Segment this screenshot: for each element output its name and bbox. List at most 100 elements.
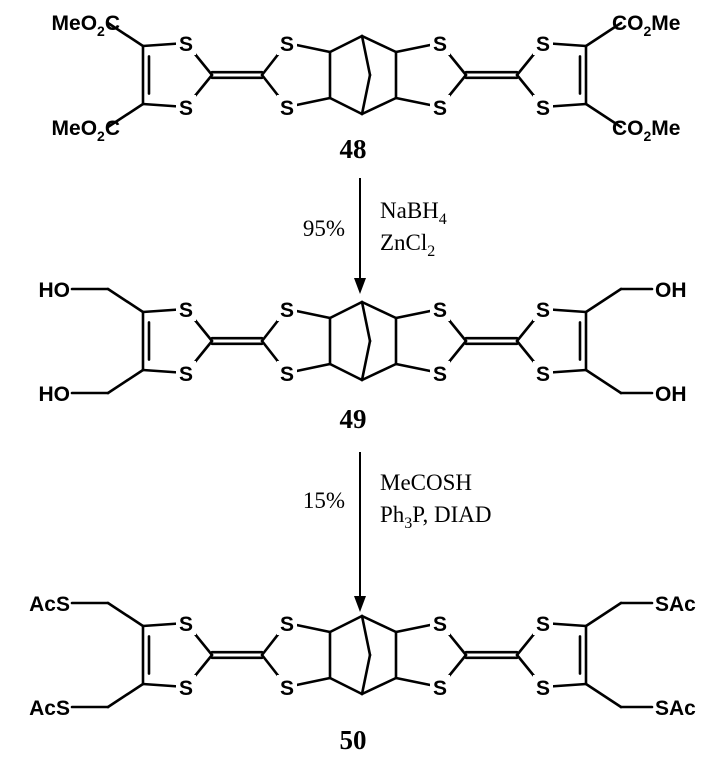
arrowhead — [354, 596, 366, 612]
sulfur-mask — [430, 675, 450, 699]
ester-group-right-bottom: CO2Me — [612, 117, 680, 144]
bond — [328, 676, 364, 696]
step-1-reagent: NaBH4 — [380, 198, 447, 228]
sulfur-atom: S — [179, 33, 193, 56]
bond — [584, 601, 623, 628]
bond — [106, 601, 145, 628]
hydroxyl-group-left-bottom: HO — [39, 383, 71, 406]
bond — [360, 96, 398, 116]
sulfur-atom: S — [536, 33, 550, 56]
bond — [360, 362, 398, 382]
sulfur-atom: S — [433, 97, 447, 120]
sulfur-mask — [176, 95, 196, 119]
hydroxyl-group-right-top: OH — [655, 279, 687, 302]
sulfur-mask — [430, 361, 450, 385]
sulfur-mask — [277, 361, 297, 385]
step-2-yield: 15% — [303, 488, 345, 513]
sulfur-atom: S — [536, 613, 550, 636]
sulfur-atom: S — [280, 613, 294, 636]
sulfur-mask — [430, 297, 450, 321]
bond — [360, 614, 398, 634]
sulfur-mask — [277, 95, 297, 119]
sulfur-mask — [176, 361, 196, 385]
sulfur-atom: S — [433, 299, 447, 322]
bridge-bond — [360, 34, 372, 77]
sulfur-atom: S — [179, 613, 193, 636]
compound-number-49: 49 — [340, 404, 367, 434]
sulfur-mask — [533, 95, 553, 119]
thioacetate-group-right-top: SAc — [655, 593, 696, 616]
sulfur-atom: S — [536, 97, 550, 120]
sulfur-mask — [277, 611, 297, 635]
compound-number-50: 50 — [340, 725, 367, 755]
sulfur-mask — [277, 31, 297, 55]
bond — [106, 21, 145, 48]
sulfur-atom: S — [280, 299, 294, 322]
sulfur-mask — [176, 31, 196, 55]
bridge-bond — [360, 614, 372, 657]
bond — [106, 287, 145, 314]
bridge-bond — [360, 73, 372, 116]
step-2-reagent: MeCOSH — [380, 470, 472, 495]
bridge-bond — [360, 339, 372, 382]
sulfur-mask — [176, 611, 196, 635]
sulfur-mask — [430, 95, 450, 119]
sulfur-atom: S — [280, 677, 294, 700]
sulfur-atom: S — [179, 677, 193, 700]
hydroxyl-group-right-bottom: OH — [655, 383, 687, 406]
ester-group-left-bottom: MeO2C — [52, 117, 120, 144]
ester-group-right-top: CO2Me — [612, 12, 680, 39]
bond — [584, 682, 623, 709]
reaction-arrow-2 — [354, 452, 366, 612]
sulfur-mask — [176, 297, 196, 321]
arrows-layer — [354, 178, 366, 612]
sulfur-mask — [533, 361, 553, 385]
step-2-reagent: Ph3P, DIAD — [380, 502, 492, 532]
sulfur-atom: S — [179, 363, 193, 386]
sulfur-mask — [533, 297, 553, 321]
bond — [328, 362, 364, 382]
sulfur-atom: S — [280, 97, 294, 120]
sulfur-mask — [176, 675, 196, 699]
bridge-bond — [360, 653, 372, 696]
bond — [328, 34, 364, 54]
sulfur-mask — [533, 611, 553, 635]
bond — [328, 96, 364, 116]
bond — [360, 676, 398, 696]
bond — [360, 34, 398, 54]
ester-group-left-top: MeO2C — [52, 12, 120, 39]
bond — [584, 102, 623, 129]
bond — [106, 102, 145, 129]
sulfur-mask — [533, 31, 553, 55]
sulfur-atom: S — [179, 299, 193, 322]
bond — [328, 300, 364, 320]
arrowhead — [354, 278, 366, 294]
bond — [584, 21, 623, 48]
step-1-yield: 95% — [303, 216, 345, 241]
sulfur-atom: S — [433, 613, 447, 636]
step-1-reagent: ZnCl2 — [380, 230, 435, 260]
bond — [584, 368, 623, 395]
sulfur-mask — [430, 611, 450, 635]
sulfur-atom: S — [536, 363, 550, 386]
sulfur-atom: S — [433, 363, 447, 386]
reaction-arrow-1 — [354, 178, 366, 294]
sulfur-atom: S — [536, 299, 550, 322]
sulfur-mask — [430, 31, 450, 55]
bond — [584, 287, 623, 314]
compound-number-48: 48 — [340, 134, 367, 164]
bond — [106, 368, 145, 395]
bond — [106, 682, 145, 709]
thioacetate-group-right-bottom: SAc — [655, 697, 696, 720]
structures-layer: SSSSSSSSMeO2CMeO2CCO2MeCO2MeSSSSSSSSHOHO… — [29, 12, 696, 720]
hydroxyl-group-left-top: HO — [39, 279, 71, 302]
sulfur-atom: S — [536, 677, 550, 700]
sulfur-mask — [533, 675, 553, 699]
sulfur-atom: S — [280, 33, 294, 56]
thioacetate-group-left-top: AcS — [29, 593, 70, 616]
bond — [328, 614, 364, 634]
